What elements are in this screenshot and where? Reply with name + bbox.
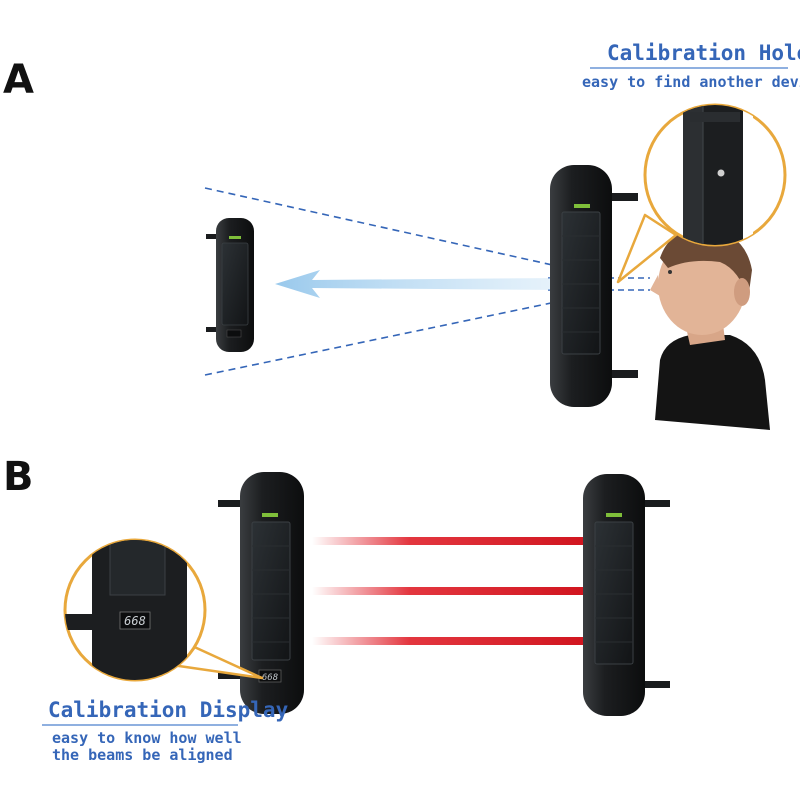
calibration-hole-dot xyxy=(717,169,725,177)
cone-bottom-line xyxy=(204,297,576,376)
zoomed-display-digits: 668 xyxy=(124,614,146,628)
detector-device-icon xyxy=(550,165,638,407)
red-beam-3 xyxy=(312,637,590,645)
beam-arrow-icon xyxy=(275,270,560,298)
calibration-display-line1: easy to know how well xyxy=(52,729,242,747)
small-display-digits: 668 xyxy=(262,673,278,683)
calibration-display-underline xyxy=(42,724,238,726)
detector-device-icon: 668 xyxy=(218,472,304,714)
calibration-display-line2: the beams be aligned xyxy=(52,746,233,764)
detector-device-icon xyxy=(583,474,670,716)
calibration-hole-title: Calibration Hole xyxy=(607,41,800,65)
section-b-label: B xyxy=(3,454,34,500)
red-beam-2 xyxy=(312,587,590,595)
calibration-hole-underline xyxy=(590,67,788,69)
red-beam-1 xyxy=(312,537,590,545)
cone-top-line xyxy=(204,187,576,271)
human-head-icon xyxy=(650,228,770,430)
section-a-label: A xyxy=(3,57,34,103)
detector-device-icon xyxy=(206,218,254,352)
calibration-display-title: Calibration Display xyxy=(48,698,289,722)
calibration-display-callout: 668 xyxy=(63,538,264,682)
calibration-hole-callout xyxy=(616,103,787,284)
red-beams xyxy=(312,537,590,645)
calibration-hole-subtitle: easy to find another device xyxy=(582,73,800,91)
